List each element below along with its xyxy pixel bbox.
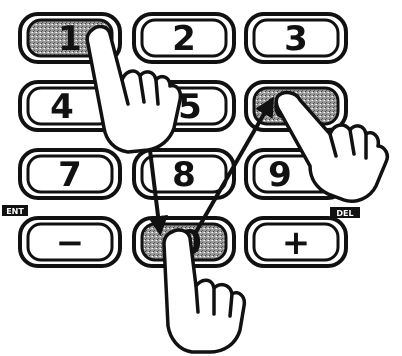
key-3[interactable]: 3	[246, 14, 346, 62]
key-plus[interactable]: +	[246, 218, 346, 266]
key-7-label: 7	[58, 155, 82, 195]
key-2-label: 2	[172, 19, 196, 59]
key-9-label: 9	[268, 155, 292, 195]
key-2[interactable]: 2	[134, 14, 234, 62]
key-8-label: 8	[172, 155, 196, 195]
key-4-label: 4	[50, 87, 74, 127]
key-3-label: 3	[284, 19, 308, 59]
key-1-label: 1	[58, 19, 82, 59]
tag-left-label: ENT	[6, 207, 24, 216]
key-7[interactable]: 7	[20, 150, 120, 198]
tag-left: ENT	[2, 205, 28, 216]
key-minus[interactable]: −	[20, 218, 120, 266]
key-plus-label: +	[282, 223, 311, 263]
tag-right: DEL	[330, 207, 360, 218]
tag-right-label: DEL	[336, 209, 353, 218]
key-minus-label: −	[56, 223, 85, 263]
